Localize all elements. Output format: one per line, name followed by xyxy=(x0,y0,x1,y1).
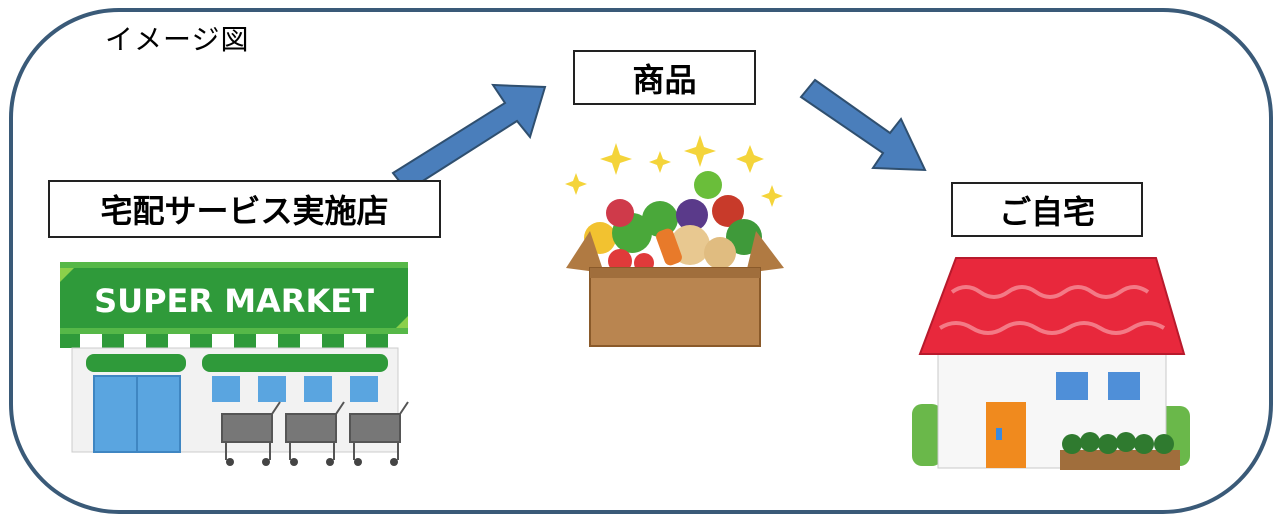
product-label: 商品 xyxy=(632,60,697,99)
product-label-box: 商品 xyxy=(573,50,756,105)
home-label: ご自宅 xyxy=(998,192,1095,231)
store-label-box: 宅配サービス実施店 xyxy=(48,180,441,238)
store-label: 宅配サービス実施店 xyxy=(100,192,389,230)
home-label-box: ご自宅 xyxy=(951,182,1143,237)
diagram-caption: イメージ図 xyxy=(105,23,250,56)
arrow-right-up-icon xyxy=(391,83,547,193)
diagram-frame xyxy=(9,8,1273,514)
store-sign-text: SUPER MARKET xyxy=(94,282,374,320)
supermarket-icon: SUPER MARKET xyxy=(60,262,409,466)
house-icon xyxy=(912,257,1190,470)
arrow-right-down-icon xyxy=(799,78,927,172)
produce-box-icon xyxy=(565,135,784,347)
